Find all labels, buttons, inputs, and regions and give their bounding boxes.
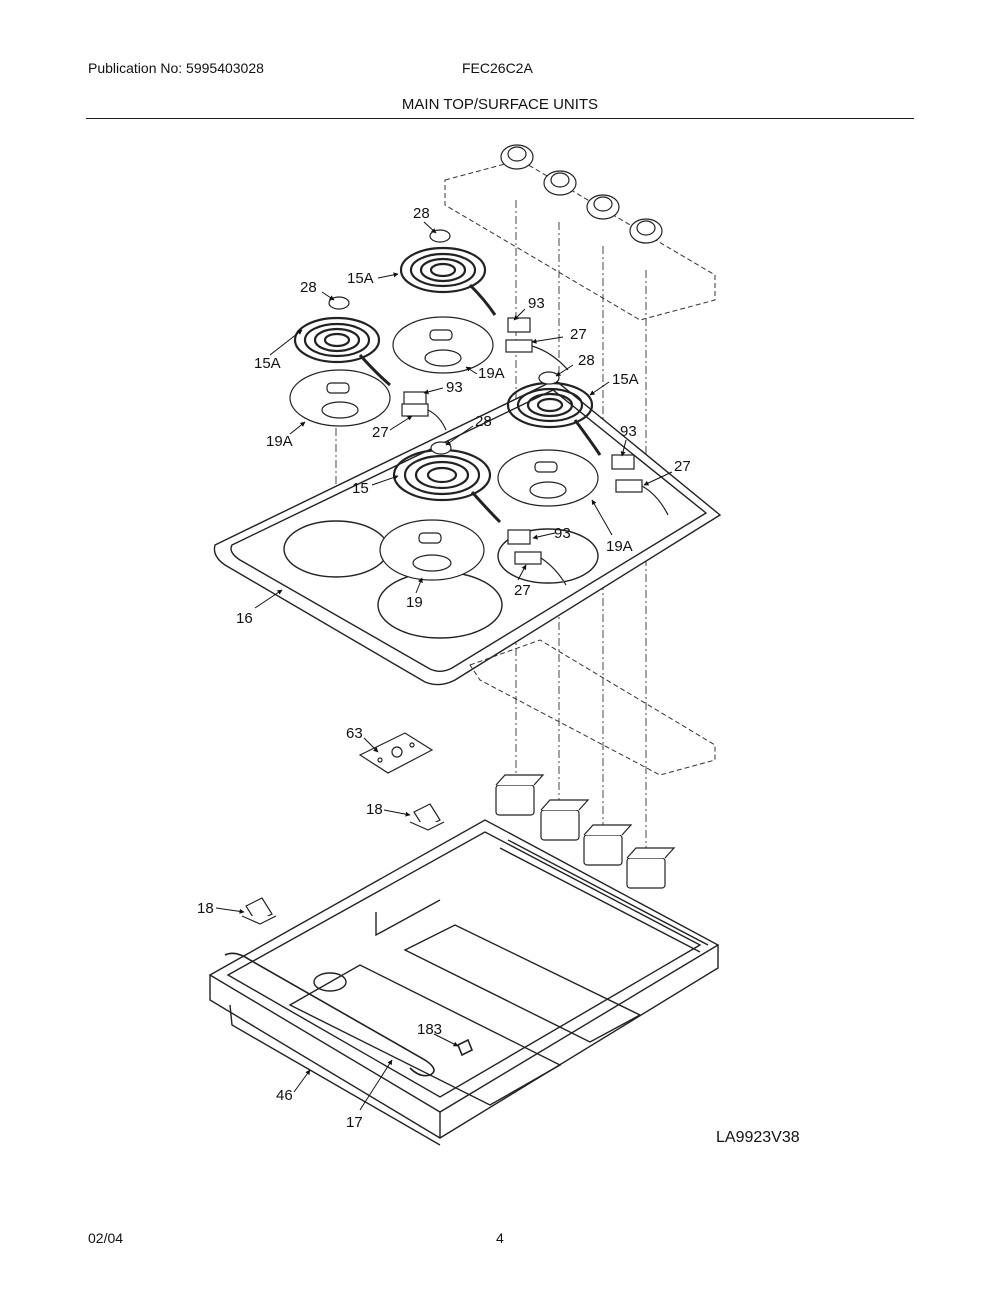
infinite-switches <box>495 774 676 889</box>
callout-46: 46 <box>276 1087 293 1104</box>
callout-93: 93 <box>554 525 571 542</box>
coil-terminals <box>358 283 602 524</box>
callout-27: 27 <box>570 326 587 343</box>
publication-number: Publication No: 5995403028 <box>88 60 264 76</box>
callout-27: 27 <box>372 424 389 441</box>
callout-183: 183 <box>417 1021 442 1038</box>
callout-28: 28 <box>300 279 317 296</box>
publication-date: 02/04 <box>88 1230 124 1246</box>
surface-coils <box>293 246 594 502</box>
callout-15: 15 <box>352 480 369 497</box>
callout-19a: 19A <box>266 433 293 450</box>
receptacle-blocks <box>401 317 669 586</box>
bracket-63 <box>358 732 434 774</box>
model-number: FEC26C2A <box>462 60 533 76</box>
callout-27: 27 <box>514 582 531 599</box>
section-title: MAIN TOP/SURFACE UNITS <box>401 96 599 113</box>
control-panel <box>444 159 716 321</box>
callout-15a: 15A <box>347 270 374 287</box>
callout-28: 28 <box>413 205 430 222</box>
callout-17: 17 <box>346 1114 363 1131</box>
callout-19: 19 <box>406 594 423 611</box>
hinge-brackets-18 <box>241 803 445 925</box>
callout-19a: 19A <box>478 365 505 382</box>
callout-labels: 28 15A 28 93 27 15A 19A 93 28 15A 19A 27… <box>197 205 800 1146</box>
page-number: 4 <box>496 1230 504 1246</box>
callout-93: 93 <box>446 379 463 396</box>
burner-box-46 <box>208 819 720 1146</box>
element-17 <box>224 952 474 1077</box>
callout-93: 93 <box>528 295 545 312</box>
callout-28: 28 <box>475 413 492 430</box>
control-knobs <box>500 144 663 244</box>
drawing-code: LA9923V38 <box>716 1129 800 1146</box>
callout-18: 18 <box>366 801 383 818</box>
callout-27: 27 <box>674 458 691 475</box>
leader-lines <box>215 221 673 1111</box>
callout-18: 18 <box>197 900 214 917</box>
callout-19a: 19A <box>606 538 633 555</box>
callout-16: 16 <box>236 610 253 627</box>
callout-63: 63 <box>346 725 363 742</box>
callout-15a: 15A <box>254 355 281 372</box>
drip-bowls <box>289 316 599 581</box>
header-rule <box>86 118 914 119</box>
callout-28: 28 <box>578 352 595 369</box>
callout-15a: 15A <box>612 371 639 388</box>
rear-bracket <box>469 639 716 776</box>
callout-93: 93 <box>620 423 637 440</box>
